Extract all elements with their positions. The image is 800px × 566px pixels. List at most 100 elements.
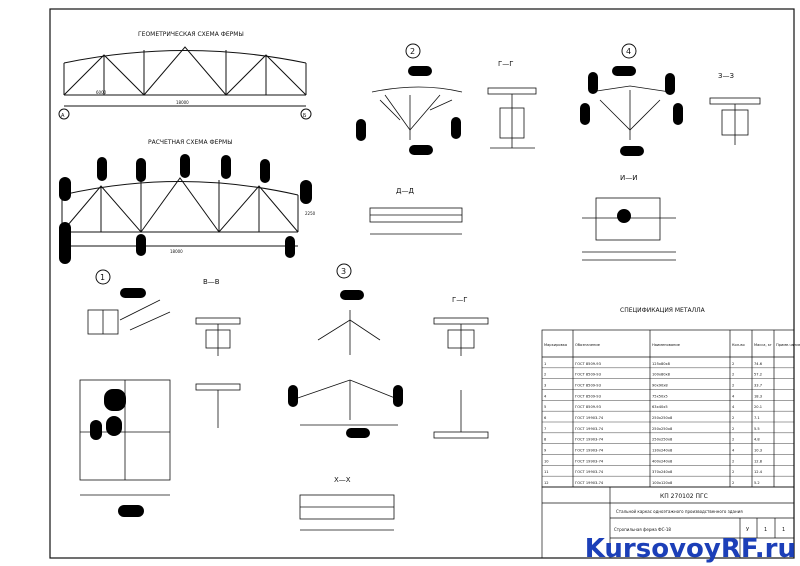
- section-z-title: З—З: [718, 72, 734, 80]
- design-node-markers: [59, 154, 312, 264]
- spec-cell: 2: [732, 362, 734, 366]
- spec-cell: 90х90х8: [652, 384, 668, 388]
- spec-cell: 2: [732, 470, 734, 474]
- design-span-dim: 18000: [170, 249, 183, 254]
- spec-cell: 2: [544, 373, 546, 377]
- spec-cell: 250х250х8: [652, 416, 673, 420]
- spec-cell: ГОСТ 8509-93: [575, 373, 601, 377]
- spec-cell: 2: [732, 481, 734, 485]
- spec-cell: 250х250х8: [652, 427, 673, 431]
- spec-table-grid: [541, 329, 795, 488]
- spec-cell: 10.3: [754, 449, 762, 453]
- node-4-detail: [589, 85, 671, 140]
- spec-cell: 63х40х5: [652, 405, 668, 409]
- section-z-detail: [709, 97, 761, 145]
- spec-cell: 3: [544, 384, 546, 388]
- spec-cell: 2: [732, 373, 734, 377]
- node-1-label: 1: [100, 273, 105, 282]
- section-g-detail: [487, 87, 537, 149]
- spec-cell: ГОСТ 8509-93: [575, 384, 601, 388]
- design-height-dim: 2250: [305, 211, 316, 216]
- watermark-logo: KursovoyRF.ru: [584, 534, 796, 564]
- section-v-title: В—В: [203, 278, 220, 286]
- section-x-title: Х—Х: [334, 476, 351, 484]
- section-x-detail: [299, 494, 395, 531]
- section-g2-title: Г—Г: [452, 296, 468, 304]
- title-block-sheets: 1: [782, 527, 785, 533]
- node-2-marker: [405, 43, 421, 59]
- spec-cell: 2: [732, 416, 734, 420]
- spec-cell: 11: [544, 470, 549, 474]
- spec-cell: 370х240х8: [652, 470, 673, 474]
- geometric-span-dim: 18000: [176, 100, 189, 105]
- spec-header-cell: Кол-во: [732, 343, 745, 347]
- spec-cell: 4: [732, 394, 735, 398]
- spec-cell: 250х250х8: [652, 438, 673, 442]
- spec-cell: 7: [544, 427, 546, 431]
- sheet-frame: [49, 8, 795, 559]
- section-i-marker: [617, 209, 631, 223]
- spec-cell: ГОСТ 8509-93: [575, 362, 601, 366]
- axis-label-b: Б: [303, 113, 307, 119]
- spec-cell: 74.6: [754, 362, 763, 366]
- spec-header-cell: Приме-чание: [776, 343, 800, 347]
- node-3-markers: [288, 290, 403, 438]
- spec-cell: ГОСТ 19903-74: [575, 481, 604, 485]
- node-4-markers: [580, 66, 683, 156]
- node-4-label: 4: [626, 47, 631, 56]
- spec-cell: 9: [544, 449, 547, 453]
- spec-cell: 5.2: [754, 481, 760, 485]
- node-3-marker: [336, 263, 352, 279]
- section-d-detail: [369, 207, 463, 235]
- spec-cell: 18.3: [754, 394, 762, 398]
- spec-cell: 4: [732, 449, 735, 453]
- section-g-title: Г—Г: [498, 60, 514, 68]
- geometric-scheme: [58, 46, 312, 120]
- spec-cell: 12.4: [754, 470, 763, 474]
- design-scheme: [61, 177, 299, 247]
- spec-cell: 4: [544, 394, 547, 398]
- node-3-detail: [291, 310, 401, 426]
- spec-cell: 2: [732, 459, 734, 463]
- spec-header-cell: Масса, кг: [754, 343, 772, 347]
- spec-cell: ГОСТ 19903-74: [575, 449, 604, 453]
- spec-cell: ГОСТ 19903-74: [575, 470, 604, 474]
- spec-cell: 100х120х8: [652, 481, 673, 485]
- spec-cell: 400х240х8: [652, 459, 673, 463]
- spec-cell: 7.1: [754, 416, 760, 420]
- node-1-markers: [90, 288, 146, 517]
- spec-cell: 57.2: [754, 373, 762, 377]
- spec-cell: 2: [732, 427, 734, 431]
- title-block-subject: Стальной каркас одноэтажного производств…: [616, 509, 743, 514]
- spec-cell: 4: [732, 405, 735, 409]
- spec-cell: 75х50х5: [652, 394, 668, 398]
- geometric-scheme-title: ГЕОМЕТРИЧЕСКАЯ СХЕМА ФЕРМЫ: [138, 31, 244, 38]
- node-3-label: 3: [341, 267, 346, 276]
- spec-cell: 12.8: [754, 459, 763, 463]
- spec-cell: ГОСТ 19903-74: [575, 416, 604, 420]
- axis-label-a: А: [61, 113, 65, 119]
- spec-cell: 125х80х8: [652, 362, 671, 366]
- spec-cell: ГОСТ 8509-93: [575, 405, 601, 409]
- spec-header-cell: Обозначение: [575, 343, 601, 347]
- section-g2-detail: [433, 317, 489, 439]
- node-2-label: 2: [410, 47, 415, 56]
- title-block-grid: [541, 486, 795, 559]
- spec-cell: 1: [544, 362, 546, 366]
- section-v-detail: [195, 317, 241, 428]
- spec-cell: 4.8: [754, 438, 760, 442]
- spec-cell: ГОСТ 19903-74: [575, 459, 604, 463]
- title-block-stage: У: [746, 527, 749, 533]
- spec-cell: ГОСТ 19903-74: [575, 427, 604, 431]
- spec-cell: 2: [732, 384, 734, 388]
- spec-table-title: СПЕЦИФИКАЦИЯ МЕТАЛЛА: [620, 307, 706, 314]
- spec-cell: 2: [732, 438, 734, 442]
- spec-cell: 100х80х8: [652, 373, 671, 377]
- title-block-sheet-title: Стропильная ферма ФС-18: [614, 527, 671, 532]
- spec-cell: ГОСТ 8509-93: [575, 394, 601, 398]
- spec-cell: 33.7: [754, 384, 762, 388]
- spec-cell: ГОСТ 19903-74: [575, 438, 604, 442]
